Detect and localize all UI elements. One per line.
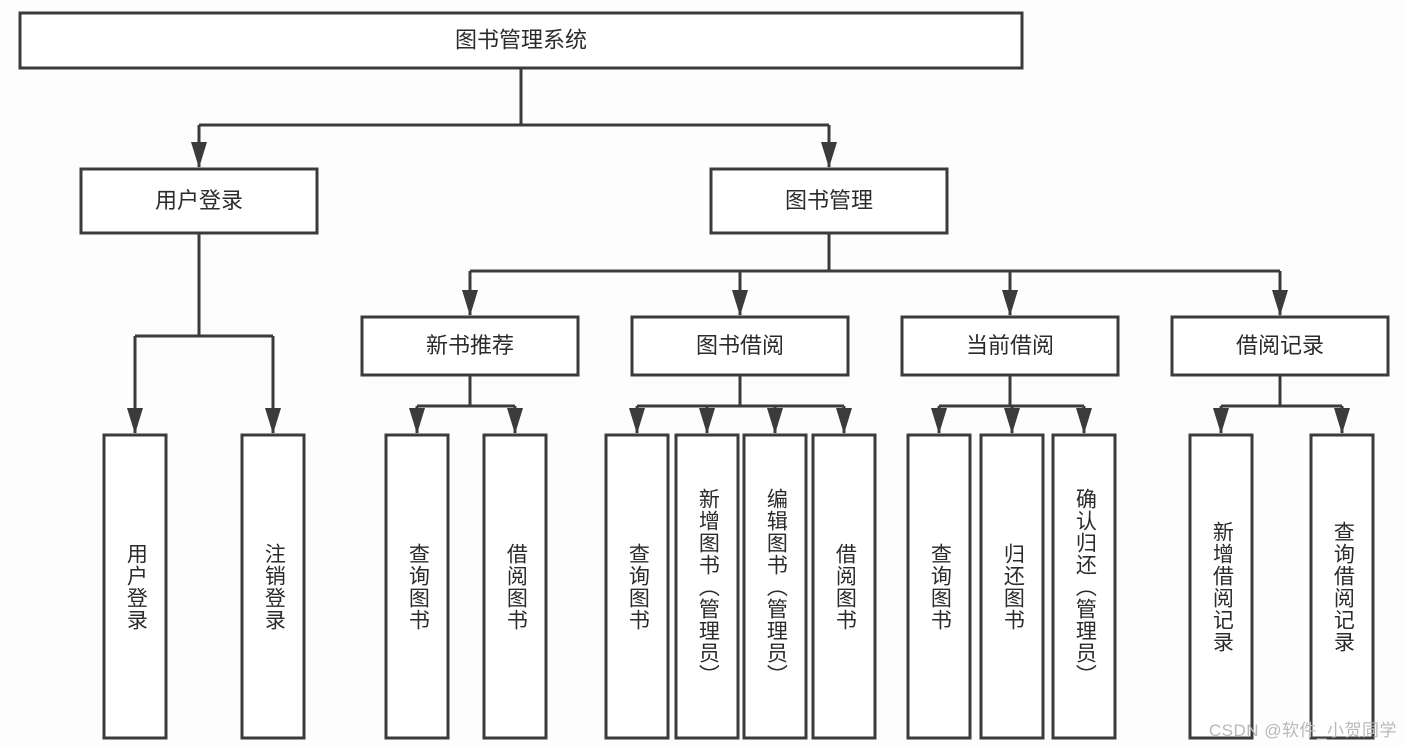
node-rec-borrow-book[interactable] [482, 433, 548, 740]
node-borrow-record-rect [1170, 315, 1390, 377]
arrow-head-icon [1002, 290, 1018, 316]
node-book-borrow-label: 图书借阅 [696, 333, 784, 358]
arrow-head-icon [821, 142, 837, 168]
node-new-book-recommend[interactable]: 新书推荐 [360, 315, 580, 377]
node-new-book-recommend-rect [360, 315, 580, 377]
node-br-query-record-rect [1309, 433, 1375, 740]
node-cb-return-book[interactable] [979, 433, 1045, 740]
node-rec-query-book[interactable] [384, 433, 450, 740]
arrow-head-icon [409, 408, 425, 434]
node-root-rect [18, 11, 1024, 70]
arrow-head-icon [265, 408, 281, 434]
node-rec-query-book-rect [384, 433, 450, 740]
node-book-borrow-rect [630, 315, 850, 377]
node-logout-do[interactable] [240, 433, 306, 740]
node-br-add-record-rect [1188, 433, 1254, 740]
node-cb-query-book[interactable] [906, 433, 972, 740]
node-root[interactable]: 图书管理系统 [18, 11, 1024, 70]
node-borrow-record-label: 借阅记录 [1236, 333, 1324, 358]
arrow-head-icon [1076, 408, 1092, 434]
node-new-book-recommend-label: 新书推荐 [426, 333, 514, 358]
arrow-head-icon [507, 408, 523, 434]
arrow-head-icon [1272, 290, 1288, 316]
arrow-head-icon [699, 408, 715, 434]
node-current-borrow-rect [900, 315, 1120, 377]
node-cb-return-book-rect [979, 433, 1045, 740]
arrow-head-icon [1334, 408, 1350, 434]
node-bb-borrow-book-rect [811, 433, 877, 740]
node-cb-confirm-ret-rect [1051, 433, 1117, 740]
node-current-borrow[interactable]: 当前借阅 [900, 315, 1120, 377]
node-bb-add-book[interactable] [674, 433, 740, 740]
node-book-manage-rect [709, 167, 949, 235]
node-logout-do-rect [240, 433, 306, 740]
node-cb-confirm-ret[interactable] [1051, 433, 1117, 740]
arrow-head-icon [836, 408, 852, 434]
node-bb-query-book-rect [604, 433, 670, 740]
node-cb-query-book-rect [906, 433, 972, 740]
node-user-login-label: 用户登录 [155, 188, 243, 213]
node-root-label: 图书管理系统 [455, 27, 587, 52]
node-rec-borrow-book-rect [482, 433, 548, 740]
node-login-do-rect [102, 433, 168, 740]
arrow-head-icon [1004, 408, 1020, 434]
arrow-head-icon [127, 408, 143, 434]
node-book-borrow[interactable]: 图书借阅 [630, 315, 850, 377]
arrow-head-icon [191, 142, 207, 168]
node-current-borrow-label: 当前借阅 [966, 333, 1054, 358]
node-bb-query-book[interactable] [604, 433, 670, 740]
node-borrow-record[interactable]: 借阅记录 [1170, 315, 1390, 377]
node-bb-add-book-rect [674, 433, 740, 740]
node-user-login-rect [79, 167, 319, 235]
arrow-head-icon [462, 290, 478, 316]
arrow-head-icon [767, 408, 783, 434]
arrow-head-icon [931, 408, 947, 434]
arrow-head-icon [1213, 408, 1229, 434]
node-book-manage-label: 图书管理 [785, 188, 873, 213]
node-login-do[interactable] [102, 433, 168, 740]
node-bb-borrow-book[interactable] [811, 433, 877, 740]
arrow-head-icon [732, 290, 748, 316]
csdn-watermark: CSDN @软件_小贺同学 [1208, 721, 1397, 740]
node-bb-edit-book[interactable] [742, 433, 808, 740]
node-br-query-record[interactable] [1309, 433, 1375, 740]
node-bb-edit-book-rect [742, 433, 808, 740]
node-br-add-record[interactable] [1188, 433, 1254, 740]
node-user-login[interactable]: 用户登录 [79, 167, 319, 235]
node-book-manage[interactable]: 图书管理 [709, 167, 949, 235]
arrow-head-icon [629, 408, 645, 434]
